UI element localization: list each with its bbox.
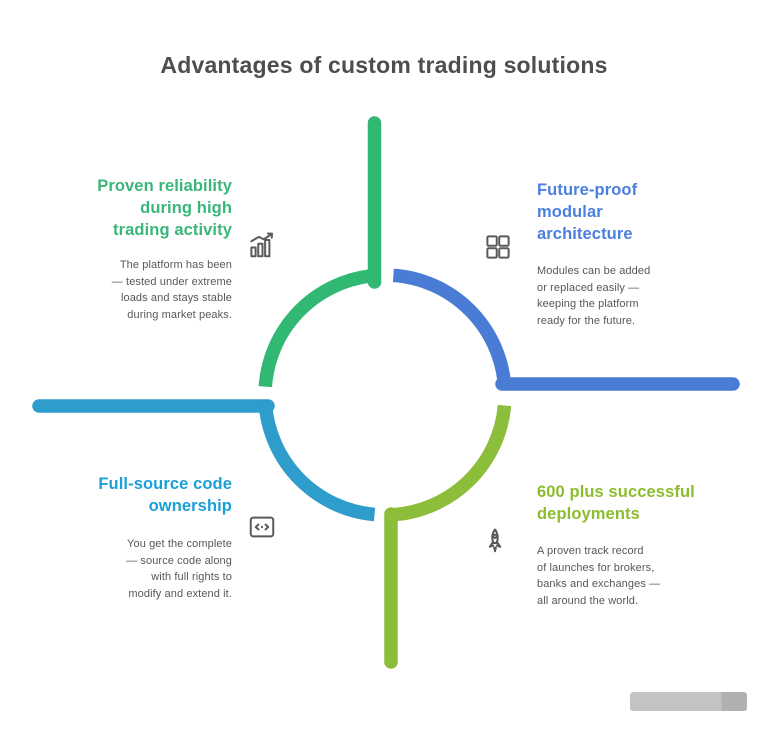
section-heading-deployments: 600 plus successful deployments	[537, 483, 695, 523]
section-heading-source-code: Full-source code ownership	[98, 475, 232, 515]
arc-bottom-left	[258, 402, 376, 522]
section-heading-architecture: Future-proof modular architecture	[537, 181, 638, 243]
section-body-source-code: You get the complete — source code along…	[126, 538, 232, 600]
rocket-icon	[480, 526, 510, 556]
watermark-logo	[630, 692, 747, 711]
arc-top-right	[392, 268, 512, 386]
page-title: Advantages of custom trading solutions	[160, 52, 608, 78]
arc-top-left	[258, 269, 372, 388]
section-heading-reliability: Proven reliability during high trading a…	[97, 177, 232, 239]
arc-bottom-right	[392, 404, 512, 522]
code-icon	[247, 512, 277, 542]
chart-growth-icon	[247, 230, 277, 260]
section-body-deployments: A proven track record of launches for br…	[537, 545, 661, 607]
section-body-reliability: The platform has been — tested under ext…	[111, 259, 232, 321]
modules-icon	[483, 232, 513, 262]
section-body-architecture: Modules can be added or replaced easily …	[537, 265, 651, 327]
